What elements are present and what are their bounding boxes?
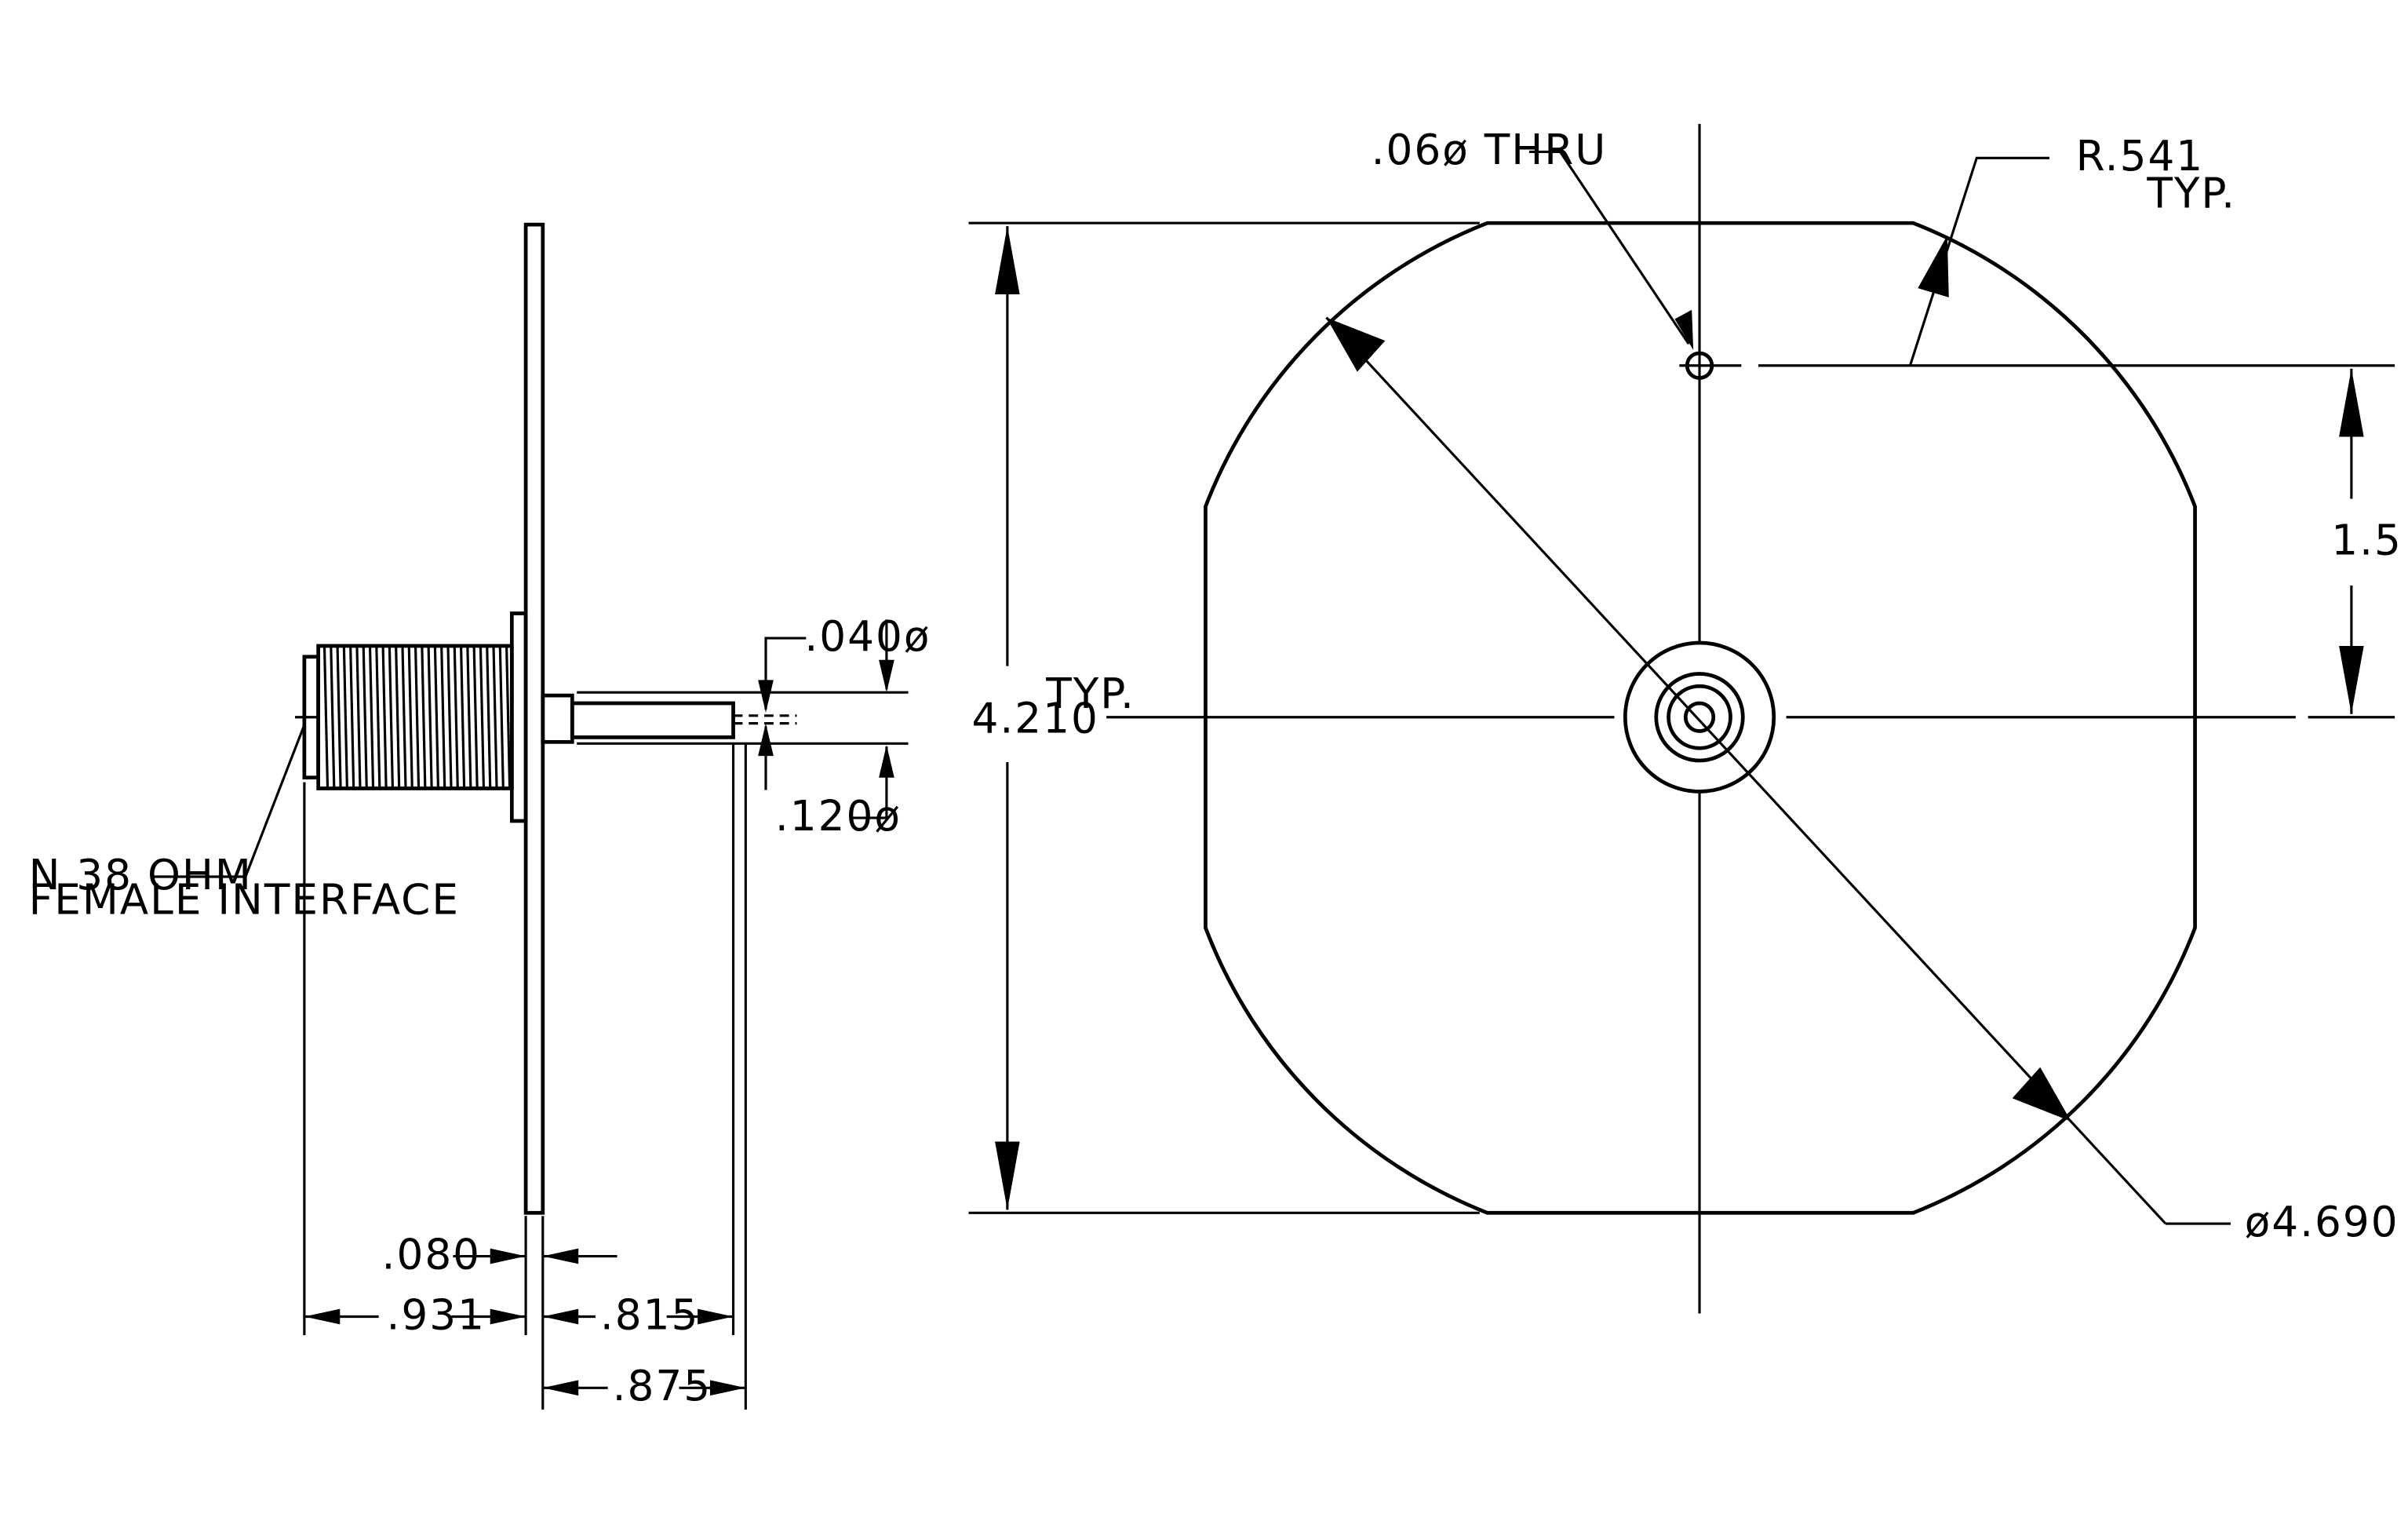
connector-pin-circle — [1683, 701, 1716, 733]
height-arrow-bottom — [995, 1141, 1020, 1210]
hole-leader — [1528, 150, 1690, 345]
connector-insulator-circle — [1667, 684, 1732, 750]
thread-line — [492, 647, 498, 787]
thread-line — [388, 647, 394, 787]
height-arrow-top — [995, 226, 1020, 294]
dim-pin-diameter: .040ø — [758, 612, 931, 790]
radius-leader — [1908, 156, 2050, 367]
thread-line — [479, 647, 485, 787]
dim-flange-thickness: .080 — [382, 1230, 617, 1279]
thread-line — [322, 647, 330, 787]
height-typ-label: TYP. — [1045, 669, 1135, 718]
interface-label-line1: N 38 OHM — [29, 851, 253, 899]
dim-tail-length: .875 — [542, 1362, 746, 1410]
connector-outer-circle — [1623, 640, 1776, 794]
thread-line — [407, 647, 413, 787]
flange-plate — [523, 222, 545, 1215]
dim-connector-length-label: .931 — [386, 1290, 486, 1339]
thread-line — [440, 647, 446, 787]
thread-line — [355, 647, 362, 787]
thread-line — [342, 647, 348, 787]
offset-arrow-bottom — [2339, 645, 2364, 714]
thread-line — [375, 647, 381, 787]
thread-line — [330, 647, 336, 787]
diagonal-dimension-line — [1325, 316, 2167, 1225]
dim-tail-diameter-label: .120ø — [775, 792, 902, 841]
thread-line — [505, 647, 512, 787]
thread-line — [421, 647, 427, 787]
offset-dim-label: 1.5 — [2331, 516, 2403, 565]
side-view: N 38 OHM FEMALE INTERFACE .080 .931 — [29, 222, 931, 1410]
thread-line — [466, 647, 472, 787]
rear-boss — [541, 693, 574, 744]
thread-line — [433, 647, 439, 787]
dim-connector-length: .931 — [304, 1290, 526, 1339]
hole-leader-arrow — [1674, 309, 1694, 351]
thread-line — [446, 647, 453, 787]
thread-line — [453, 647, 459, 787]
thread-line — [336, 647, 342, 787]
thread-lines — [322, 647, 512, 787]
dim-pin-length: .815 — [542, 1290, 734, 1339]
thread-line — [498, 647, 505, 787]
radius-typ-label: TYP. — [2146, 169, 2236, 217]
dim-flange-thickness-label: .080 — [382, 1230, 482, 1279]
thread-line — [395, 647, 401, 787]
dim-tail-diameter: .120ø — [775, 619, 902, 841]
front-view: .06ø THRU R.541 TYP. ø4.690 4.210 TYP. 1… — [968, 123, 2403, 1314]
diagonal-arrow-top — [1326, 317, 1386, 372]
interface-label-line2: FEMALE INTERFACE — [29, 875, 460, 924]
dim-pin-length-label: .815 — [600, 1290, 700, 1339]
thread-line — [472, 647, 479, 787]
thread-line — [349, 647, 355, 787]
diagonal-arrow-bottom — [2012, 1067, 2071, 1122]
thread-line — [368, 647, 375, 787]
thread-line — [486, 647, 492, 787]
flange-outline — [1204, 221, 2197, 1215]
dim-tail-length-label: .875 — [613, 1362, 712, 1410]
thread-line — [414, 647, 421, 787]
interface-leader — [152, 724, 306, 878]
thread-line — [460, 647, 466, 787]
thread-line — [427, 647, 433, 787]
hole-label: .06ø THRU — [1372, 126, 1608, 174]
connector-body-circle — [1654, 672, 1745, 763]
radius-leader-arrow — [1918, 235, 1949, 297]
thread-line — [362, 647, 368, 787]
offset-arrow-top — [2339, 368, 2364, 437]
thread-line — [381, 647, 388, 787]
diagonal-dim-label: ø4.690 — [2245, 1198, 2399, 1246]
thread-line — [401, 647, 407, 787]
connector-shoulder — [509, 611, 528, 823]
radius-label: R.541 — [2076, 132, 2205, 181]
tail-body — [570, 701, 735, 739]
height-dim-label: 4.210 — [971, 694, 1098, 742]
dim-pin-diameter-label: .040ø — [804, 612, 931, 661]
